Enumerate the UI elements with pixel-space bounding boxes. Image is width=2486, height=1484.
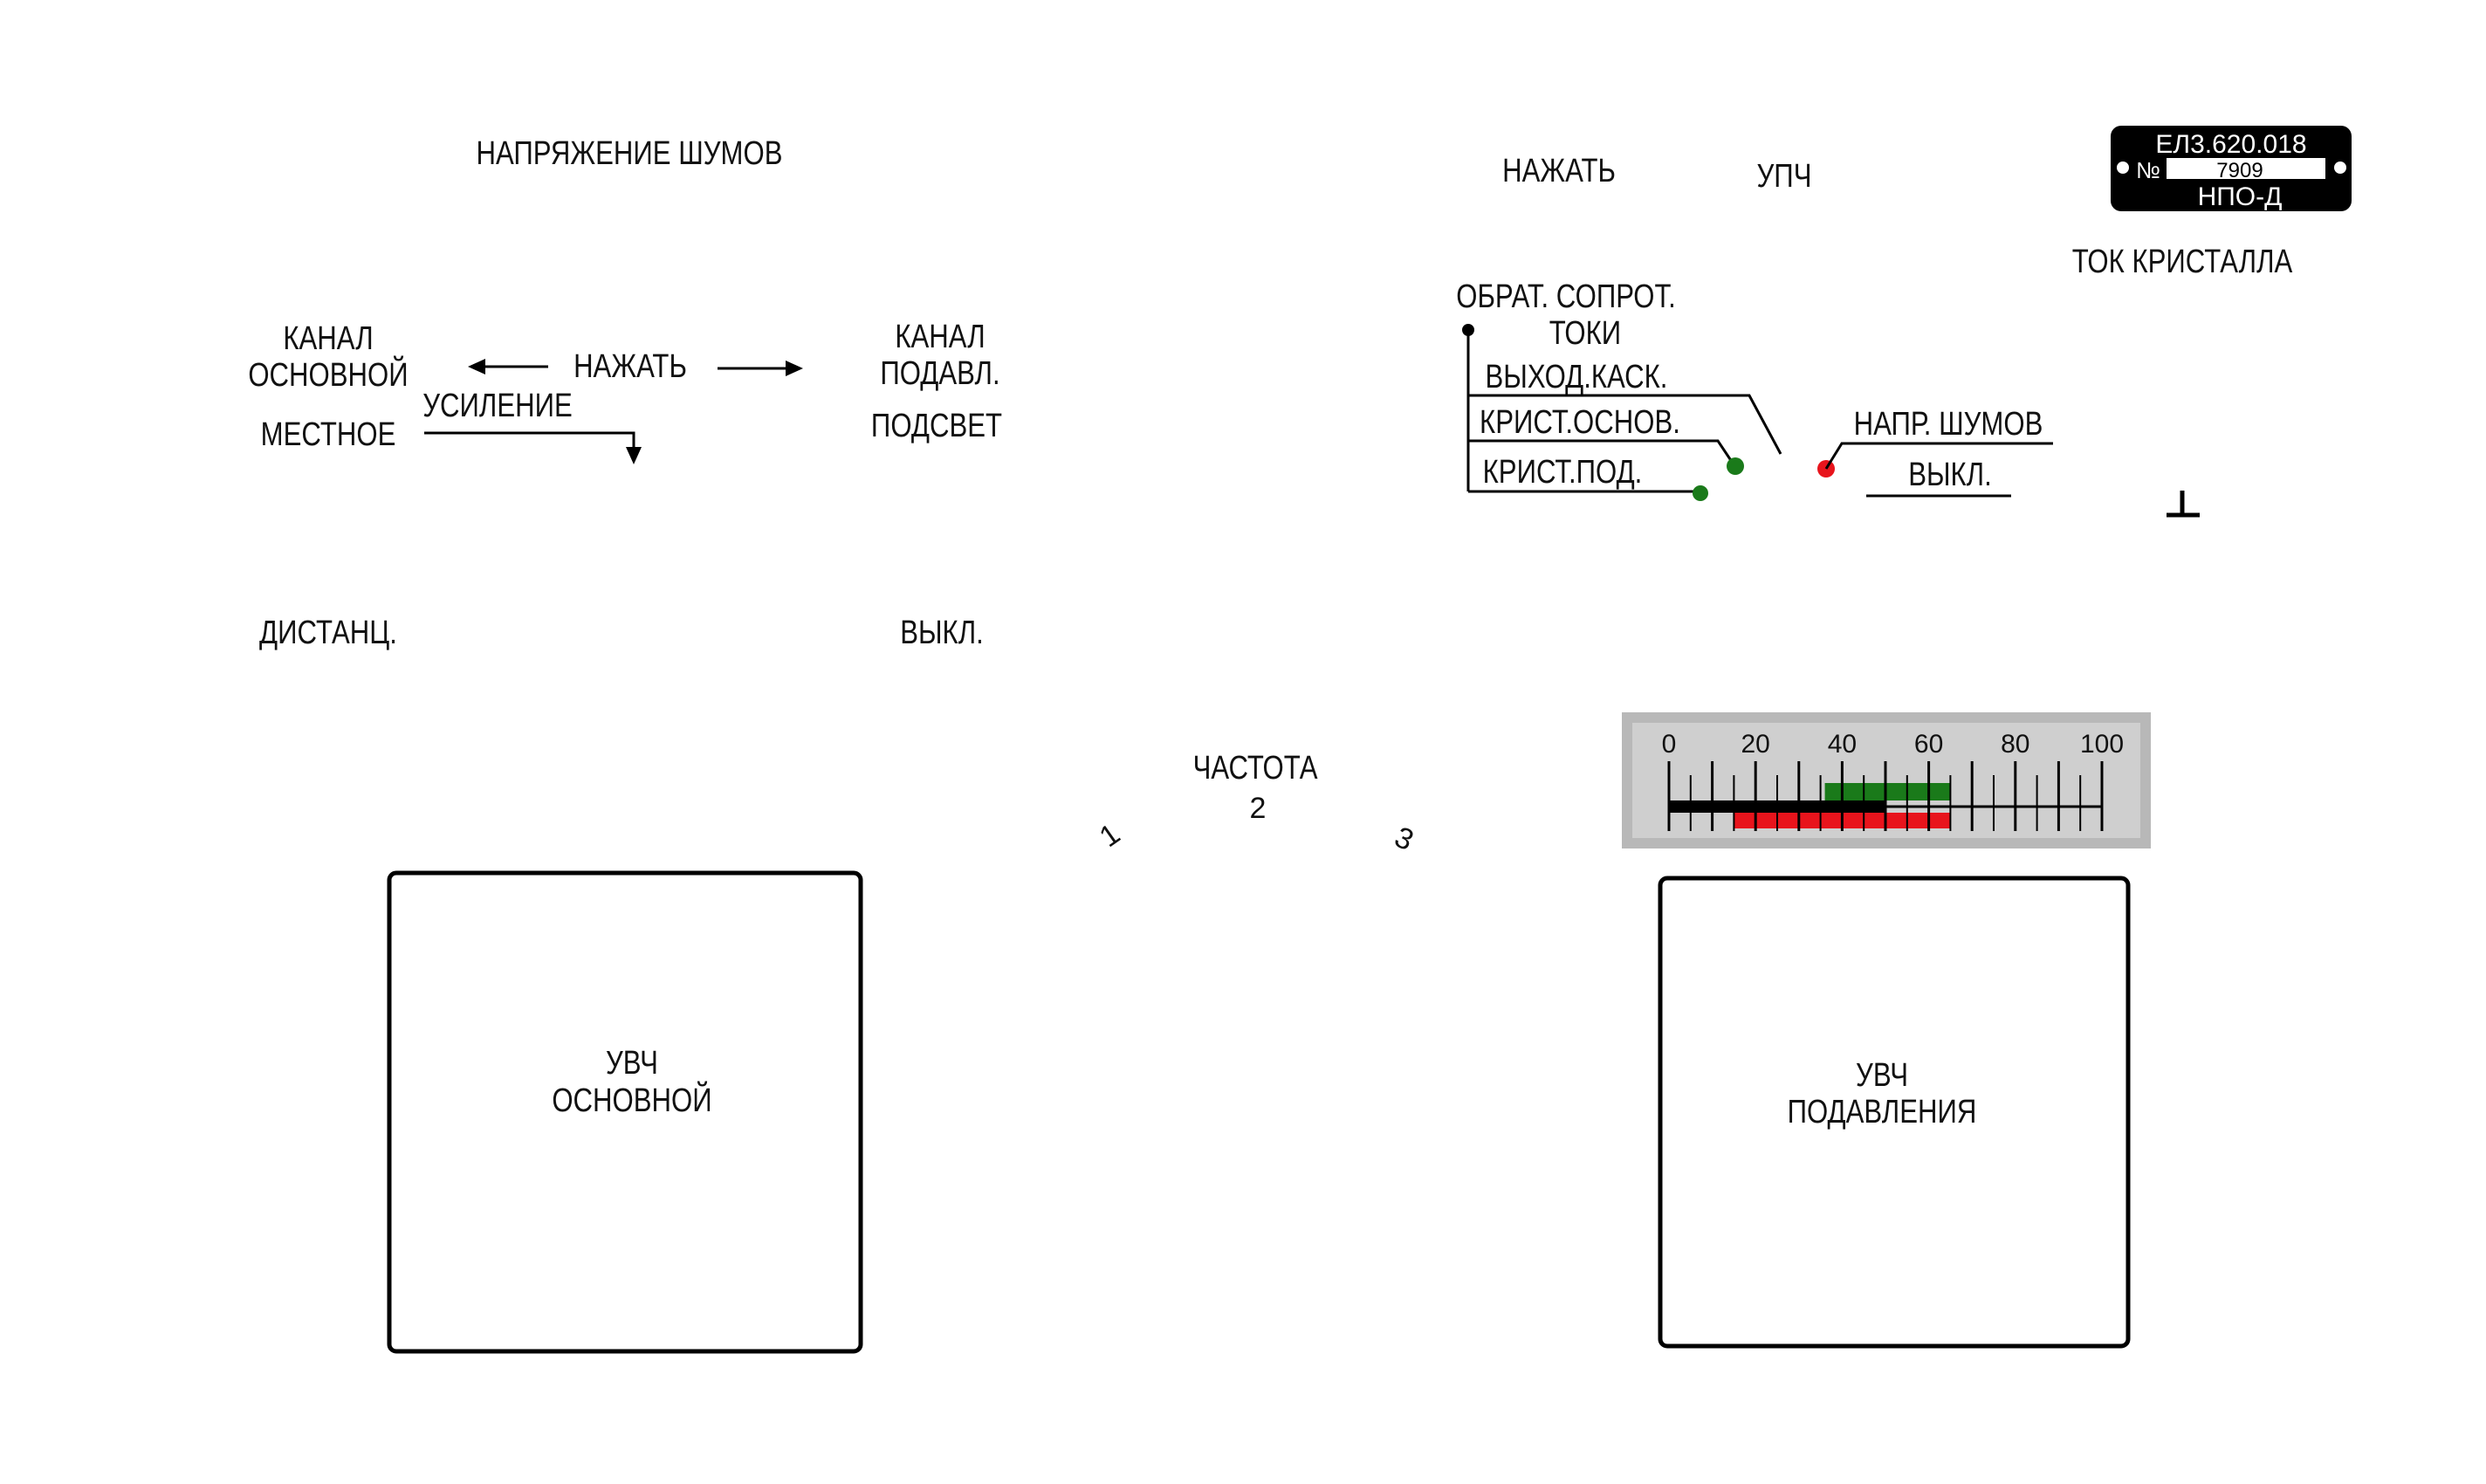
plate-serial: 7909 — [2216, 159, 2263, 182]
block-hfa-main-label-1: УВЧ — [606, 1045, 658, 1082]
meter-tick-label: 20 — [1741, 730, 1770, 759]
ground-icon — [2167, 491, 2200, 518]
label-noise-voltage: НАПРЯЖЕНИЕ ШУМОВ — [476, 135, 782, 172]
label-channel-supp-1: КАНАЛ — [895, 319, 985, 355]
label-backlight: ПОДСВЕТ — [871, 408, 1002, 444]
label-press-left: НАЖАТЬ — [573, 348, 687, 385]
meter-green-zone — [1824, 783, 1951, 800]
plate-model: НПО-Д — [2198, 182, 2283, 211]
label-local: МЕСТНОЕ — [261, 416, 396, 453]
label-gain: УСИЛЕНИЕ — [422, 388, 573, 424]
label-off-right: ВЫКЛ. — [1908, 457, 1992, 493]
label-ifa: УПЧ — [1757, 158, 1812, 195]
block-hfa-supp-label-1: УВЧ — [1856, 1057, 1908, 1094]
label-noise-voltage-right: НАПР. ШУМОВ — [1854, 406, 2043, 443]
meter-tick-label: 100 — [2080, 730, 2124, 759]
plate-number-sign: № — [2136, 157, 2160, 183]
label-press-right: НАЖАТЬ — [1502, 153, 1616, 189]
frequency-position-1: 1 — [1094, 817, 1126, 854]
serial-plate: ЕЛ3.620.018 № 7909 НПО-Д — [2111, 126, 2352, 211]
label-channel-supp-2: ПОДАВЛ. — [880, 355, 999, 392]
crystal-current-meter: 0 20 40 60 80 100 — [1622, 712, 2151, 848]
label-remote: ДИСТАНЦ. — [259, 615, 397, 651]
label-off-left: ВЫКЛ. — [900, 615, 984, 651]
noise-leader-line — [1824, 442, 2053, 470]
selector-tree — [1462, 324, 1782, 493]
meter-tick-label: 0 — [1662, 730, 1677, 759]
label-reverse-resistance: ОБРАТ. СОПРОТ. — [1456, 278, 1676, 315]
arrow-right-icon — [718, 361, 803, 376]
block-hfa-main-label-2: ОСНОВНОЙ — [552, 1081, 711, 1119]
indicator-green-crystal-main — [1727, 457, 1744, 475]
label-out-cascade: ВЫХОД.КАСК. — [1486, 359, 1668, 395]
label-crystal-main: КРИСТ.ОСНОВ. — [1480, 404, 1680, 441]
gain-arrow-icon — [424, 431, 642, 464]
meter-tick-label: 80 — [2001, 730, 2029, 759]
label-channel-main-2: ОСНОВНОЙ — [248, 355, 408, 394]
block-hfa-suppression — [1658, 876, 2131, 1349]
block-hfa-main — [387, 870, 863, 1354]
frequency-position-3: 3 — [1390, 821, 1418, 857]
frequency-position-2: 2 — [1250, 792, 1267, 825]
label-crystal-current: ТОК КРИСТАЛЛА — [2072, 244, 2293, 280]
indicator-green-crystal-supp — [1693, 485, 1708, 501]
label-currents: ТОКИ — [1549, 315, 1621, 352]
label-channel-main-1: КАНАЛ — [283, 320, 373, 357]
plate-code: ЕЛ3.620.018 — [2155, 130, 2306, 159]
arrow-left-icon — [468, 359, 548, 374]
label-frequency: ЧАСТОТА — [1193, 750, 1319, 787]
meter-tick-label: 60 — [1914, 730, 1943, 759]
meter-tick-label: 40 — [1828, 730, 1857, 759]
block-hfa-supp-label-2: ПОДАВЛЕНИЯ — [1788, 1094, 1977, 1130]
label-crystal-supp: КРИСТ.ПОД. — [1483, 454, 1643, 491]
